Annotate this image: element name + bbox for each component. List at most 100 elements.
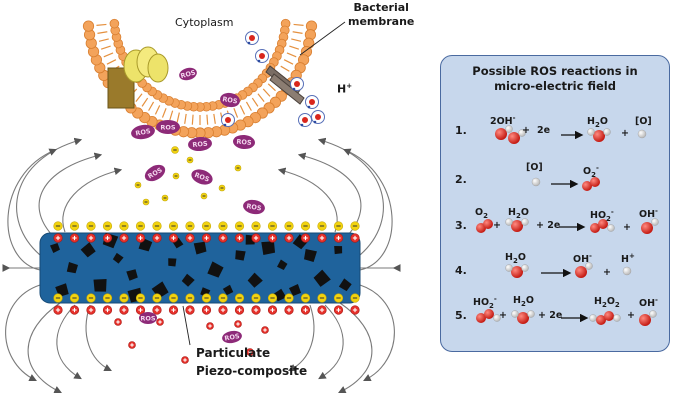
reaction-3-h2o: H2O [508,207,529,220]
reaction-5-h2o: H2O [513,295,534,308]
hydrogen-atom [587,128,595,136]
positive-charge [168,233,179,243]
positive-charge [86,233,96,243]
positive-charge [114,318,122,326]
positive-charge [181,356,189,364]
reaction-3-number: 3. [455,219,467,232]
negative-charge [119,293,129,303]
positive-charge [53,233,63,243]
hydrogen-atom [637,129,647,139]
negative-charge [234,221,245,231]
reaction-2-number: 2. [455,173,467,186]
oxygen-atom [511,220,523,232]
ros-ellipse: ROS [220,92,240,108]
proton-icon [255,49,269,63]
positive-charge [284,233,294,243]
reaction-2-o: [O] [526,162,543,173]
h-plus-label: H+ [337,82,353,96]
lipid-tail [280,65,290,72]
ros-ellipse: ROS [243,199,265,215]
oxygen-atom [517,312,529,324]
hydrogen-atom [521,264,529,272]
lipid-tail [206,114,209,125]
field-line [38,152,103,236]
negative-charge [161,194,169,202]
particle-fragment [126,269,138,281]
electron-dot [313,120,317,124]
oxygen-atom [483,219,493,229]
positive-charge [201,305,212,315]
negative-charge [333,293,344,303]
ros-ellipse-shape [179,67,197,81]
positive-charge [86,305,96,315]
negative-charge [102,221,113,231]
positive-charge [128,341,136,349]
hydrogen-atom [589,314,597,322]
hydrogen-atom [527,310,535,318]
oxygen-atom [511,266,523,278]
negative-charge [300,221,311,231]
field-line [56,304,82,380]
particle-fragment [277,259,288,270]
negative-charge [135,293,146,303]
positive-charge [300,305,311,315]
negative-charge [201,221,212,231]
positive-charge [185,233,195,243]
hydrogen-atom [649,310,657,318]
proton-core [309,99,315,105]
reaction-3-plus: + [493,220,501,231]
negative-charge [333,221,344,231]
negative-charge [267,293,278,303]
particle-fragment [247,272,263,288]
particulate-pointer-line [182,305,191,346]
oxygen-atom [476,313,486,323]
oxygen-atom [598,219,608,229]
ros-ellipse-shape [139,312,157,324]
lipid-tail [141,97,149,107]
reaction-3-oh: OH- [639,207,658,221]
hydrogen-atom [511,310,519,318]
hydrogen-atom [531,177,541,187]
reaction-2-o2: O2- [583,164,599,180]
positive-charge [267,233,278,243]
positive-charge [261,326,269,334]
negative-charge [185,221,195,231]
positive-charge [102,233,113,243]
positive-charge [152,233,162,243]
proton-icon [311,110,325,124]
hydrogen-atom [493,314,501,322]
particle-fragment [66,261,79,274]
oxygen-atom [495,128,507,140]
positive-charge [119,305,129,315]
panel-title: Possible ROS reactions in micro-electric… [441,64,669,94]
ros-text: ROS [135,127,152,138]
oxygen-atom [508,132,520,144]
hydrogen-atom [505,218,513,226]
positive-charge [218,233,228,243]
negative-charge [251,293,261,303]
ros-text: ROS [246,202,263,213]
particle-fragment [313,269,331,287]
lipid-tail [267,83,276,92]
oxygen-atom [593,130,605,142]
particulate-label-line1: Particulate [196,346,271,360]
lipid-tail [135,93,143,102]
positive-charge [69,233,80,243]
positive-charge [119,233,129,243]
oxygen-atom [604,311,614,321]
oxygen-atom [590,177,600,187]
electron-dot [292,87,296,91]
ros-text: ROS [236,138,252,147]
lipid-tail [233,108,239,118]
reaction-5-2e: + 2e [538,310,563,321]
field-line [27,302,62,394]
hydrogen-atom [651,218,659,226]
ros-ellipse: ROS [179,67,197,81]
ros-ellipse-shape [191,169,213,185]
field-line [318,304,344,380]
membrane-label-line1: Bacterial [353,1,409,14]
particle-fragment [168,258,177,267]
field-line [359,284,395,381]
proton-core [259,53,265,59]
oxygen-atom [575,266,587,278]
